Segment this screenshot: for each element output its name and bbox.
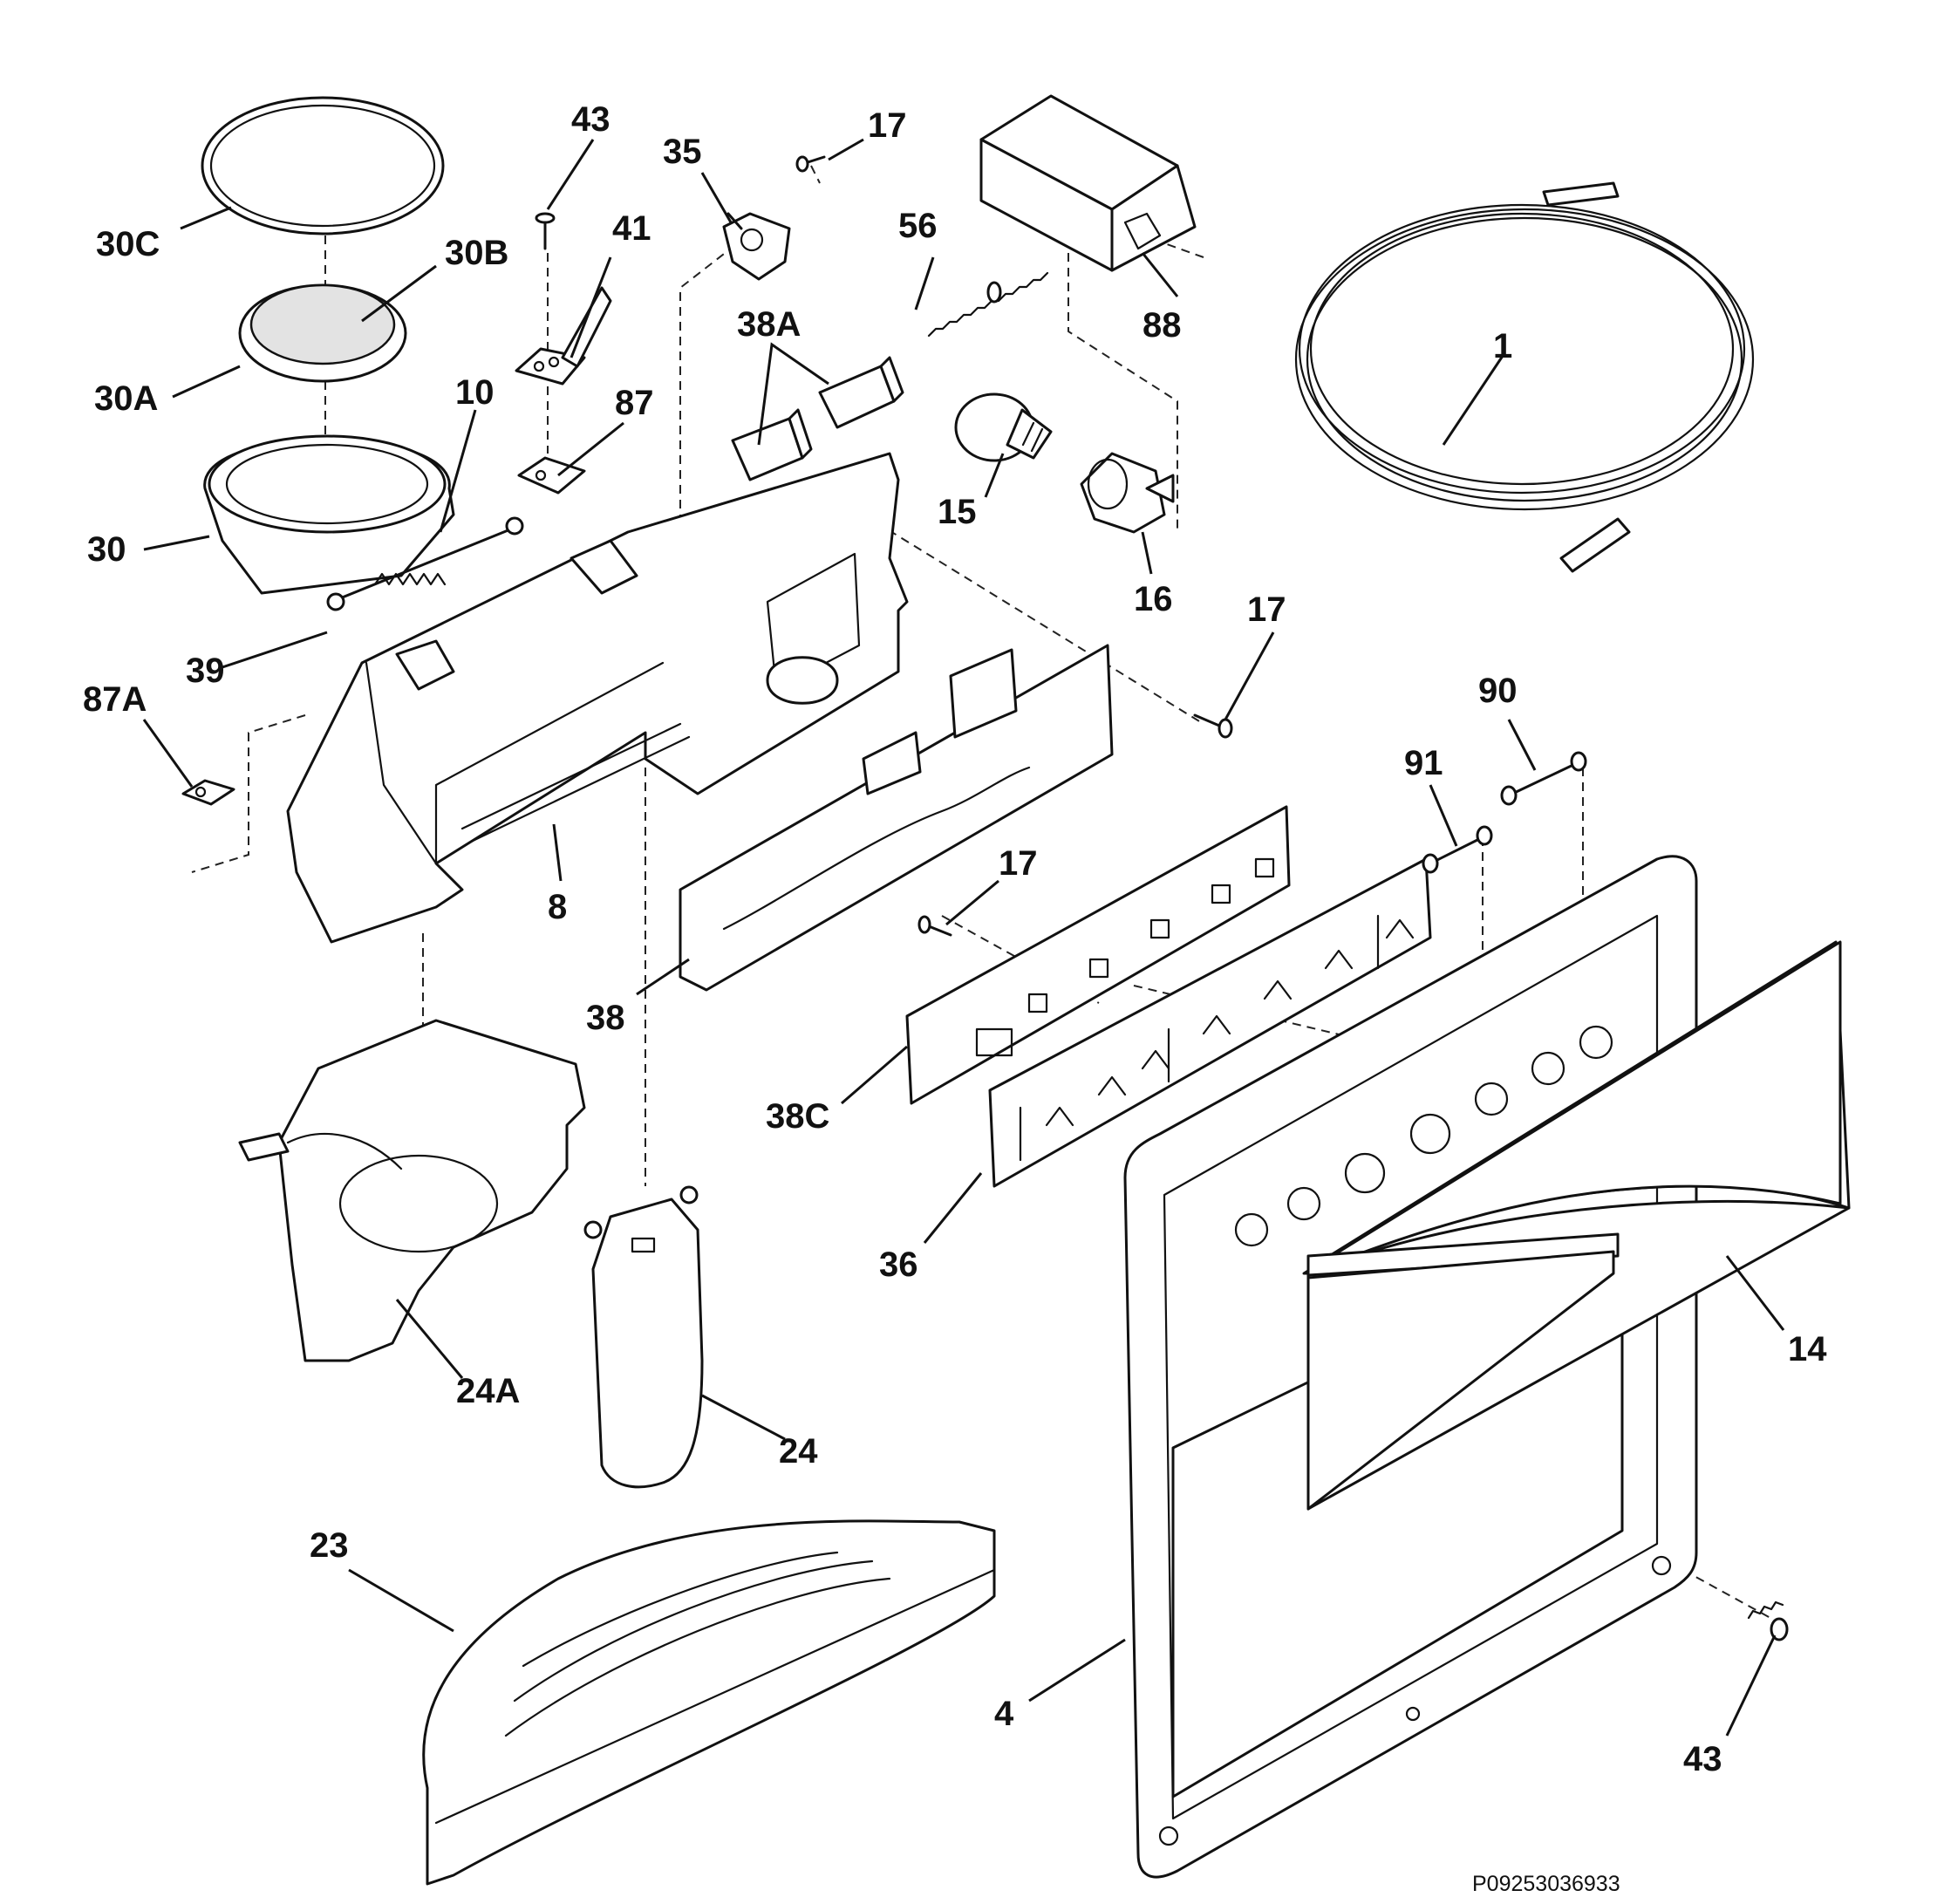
part-38A-switches bbox=[731, 356, 904, 481]
callout-36: 36 bbox=[879, 1245, 918, 1284]
callout-15: 15 bbox=[938, 493, 977, 531]
callout-1: 1 bbox=[1493, 327, 1512, 365]
part-41-bracket bbox=[515, 286, 612, 386]
callout-30B: 30B bbox=[445, 234, 508, 272]
part-16-socket bbox=[1080, 452, 1175, 534]
part-30C-ring bbox=[201, 96, 445, 235]
part-14-panel bbox=[1302, 940, 1851, 1511]
part-23-drip-tray bbox=[422, 1519, 996, 1886]
part-30-funnel-ring bbox=[203, 434, 524, 611]
callout-10: 10 bbox=[455, 373, 495, 412]
callout-87: 87 bbox=[615, 384, 654, 422]
part-38C-board bbox=[905, 805, 1291, 1105]
callout-39: 39 bbox=[186, 652, 225, 690]
callout-38C: 38C bbox=[766, 1097, 829, 1136]
part-15-bulb bbox=[954, 392, 1053, 462]
part-38-board bbox=[679, 644, 1114, 992]
callout-17-mid: 17 bbox=[1247, 590, 1286, 629]
callout-16: 16 bbox=[1134, 580, 1173, 618]
part-24-flap bbox=[583, 1185, 704, 1489]
callout-14: 14 bbox=[1788, 1330, 1827, 1368]
callout-91: 91 bbox=[1404, 744, 1443, 782]
callout-87A: 87A bbox=[83, 680, 147, 719]
callout-labels: 43 17 35 30C 30B 41 56 88 38A 1 30A 10 8… bbox=[83, 100, 1827, 1896]
callout-88: 88 bbox=[1143, 306, 1182, 345]
part-1-tubing-coil bbox=[1294, 181, 1755, 573]
callout-17-low: 17 bbox=[999, 844, 1038, 883]
part-30A-30B-lens bbox=[238, 283, 407, 383]
part-91-pin bbox=[1422, 825, 1493, 874]
callout-24A: 24A bbox=[456, 1372, 520, 1410]
callout-30A: 30A bbox=[94, 379, 158, 418]
callout-30: 30 bbox=[87, 530, 126, 569]
part-17-screw-top bbox=[795, 155, 826, 173]
callout-8: 8 bbox=[548, 888, 567, 926]
part-87A-gasket bbox=[181, 779, 235, 806]
part-56-screw bbox=[927, 271, 1049, 338]
part-36-strip bbox=[988, 857, 1432, 1188]
part-43-screw-bottom bbox=[1747, 1600, 1789, 1641]
callout-43-top: 43 bbox=[571, 100, 610, 139]
callout-41: 41 bbox=[612, 209, 651, 248]
callout-90: 90 bbox=[1478, 672, 1518, 710]
callout-38: 38 bbox=[586, 999, 625, 1037]
callout-30C: 30C bbox=[96, 225, 160, 263]
part-24A-chute bbox=[238, 1019, 586, 1362]
callout-17-top: 17 bbox=[868, 106, 907, 145]
callout-43-bottom: 43 bbox=[1683, 1740, 1722, 1778]
callout-56: 56 bbox=[898, 207, 938, 245]
part-88-box bbox=[979, 94, 1197, 272]
drawing-code: P09253036933 bbox=[1472, 1872, 1620, 1896]
part-8-housing bbox=[286, 452, 909, 944]
part-43-screw-top bbox=[535, 212, 556, 250]
callout-4: 4 bbox=[994, 1695, 1014, 1733]
callout-24: 24 bbox=[779, 1432, 818, 1471]
part-35-switch bbox=[722, 212, 791, 281]
callout-23: 23 bbox=[310, 1526, 349, 1565]
leader-lines bbox=[142, 138, 1785, 1737]
part-90-pin bbox=[1500, 751, 1587, 806]
callout-35: 35 bbox=[663, 133, 702, 171]
part-17-screw-low bbox=[917, 915, 952, 937]
callout-38A: 38A bbox=[737, 305, 801, 344]
